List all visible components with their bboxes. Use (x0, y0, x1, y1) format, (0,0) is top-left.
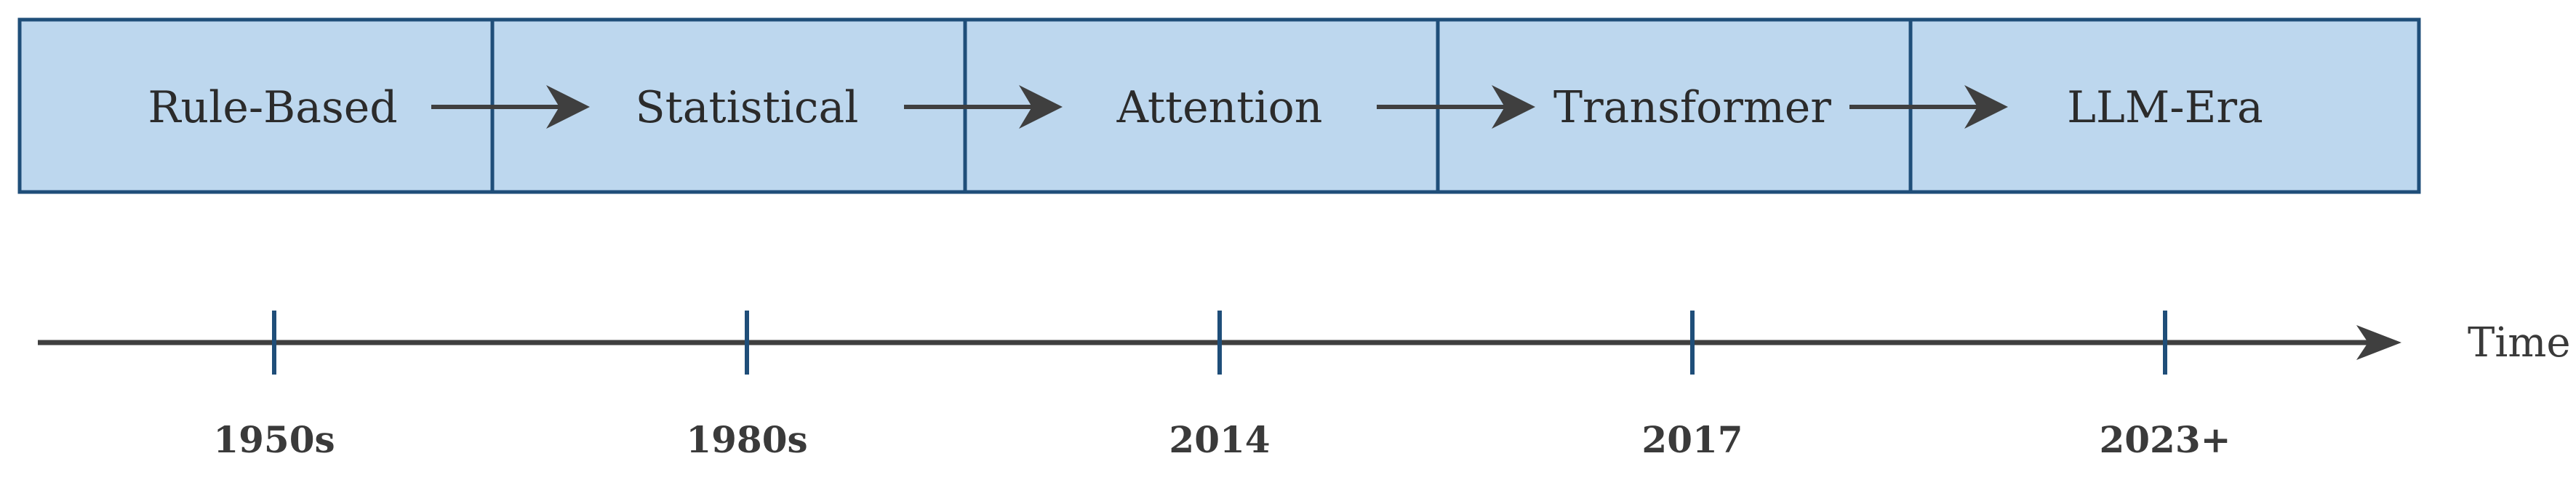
stage-label: Attention (1116, 82, 1323, 133)
timeline-tick-label: 2017 (1641, 418, 1743, 461)
timeline-tick-label: 2023+ (2099, 418, 2231, 461)
stage-label: Rule-Based (148, 82, 397, 133)
stage-label: Transformer (1553, 82, 1831, 133)
timeline-axis-label: Time (2468, 319, 2571, 367)
stage-label: LLM-Era (2067, 82, 2263, 133)
stage-rule-based: Rule-Based (17, 17, 495, 194)
stage-box (17, 17, 495, 194)
timeline: Time 1950s 1980s 2014 2017 2023+ (38, 311, 2571, 461)
stage-label: Statistical (636, 82, 859, 133)
timeline-arrowhead (2356, 325, 2401, 360)
timeline-tick-label: 1950s (213, 418, 335, 461)
timeline-tick-label: 2014 (1169, 418, 1270, 461)
timeline-tick-label: 1980s (686, 418, 807, 461)
stage-bar: Rule-Based Statistical Attention Transfo… (17, 17, 2421, 194)
